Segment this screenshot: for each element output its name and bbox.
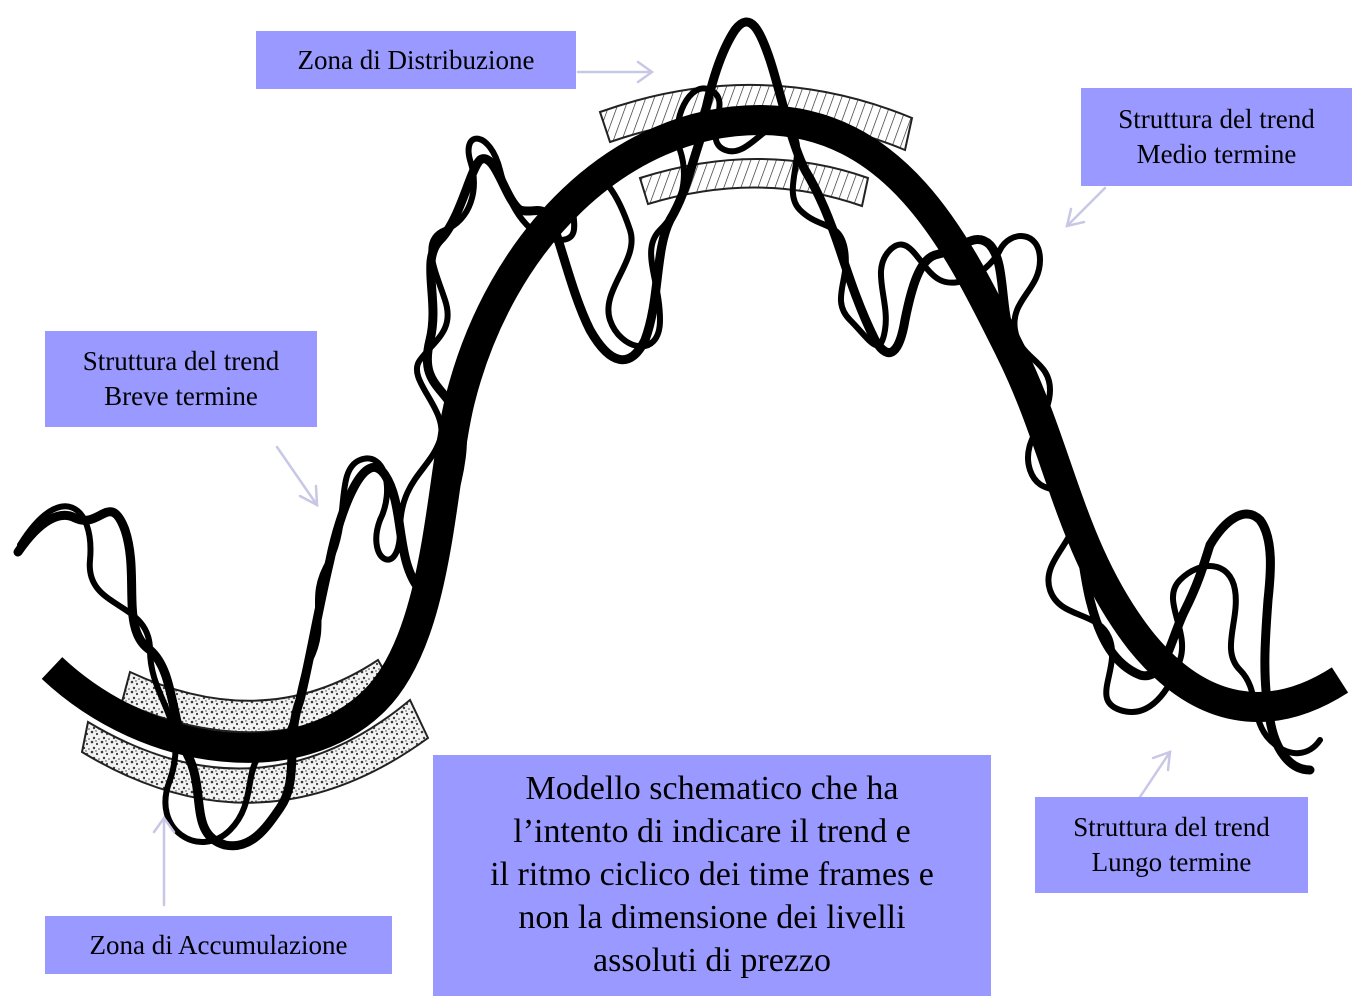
accumulation-zone-label: Zona di Accumulazione <box>45 916 392 974</box>
model-note-line-4: non la dimensione dei livelli <box>518 897 905 940</box>
long-term-trend-path <box>52 120 1340 748</box>
medium-term-line-1: Struttura del trend <box>1118 102 1314 137</box>
model-note-box: Modello schematico che ha l’intento di i… <box>433 755 991 996</box>
accumulation-zone-text: Zona di Accumulazione <box>90 928 348 963</box>
long-term-line-1: Struttura del trend <box>1073 810 1269 845</box>
distribution-band-lower <box>640 159 868 206</box>
model-note-line-1: Modello schematico che ha <box>526 768 899 811</box>
distribution-zone-text: Zona di Distribuzione <box>298 43 535 78</box>
long-term-trend-label: Struttura del trend Lungo termine <box>1035 797 1308 893</box>
short-term-line-2: Breve termine <box>104 379 258 414</box>
short-term-line-1: Struttura del trend <box>83 344 279 379</box>
model-note-line-3: il ritmo ciclico dei time frames e <box>490 854 934 897</box>
medium-term-line-2: Medio termine <box>1137 137 1297 172</box>
model-note-line-5: assoluti di prezzo <box>593 940 831 983</box>
medium-term-trend-label: Struttura del trend Medio termine <box>1081 88 1352 186</box>
short-term-trend-label: Struttura del trend Breve termine <box>45 331 317 427</box>
long-term-line-2: Lungo termine <box>1092 845 1252 880</box>
model-note-line-2: l’intento di indicare il trend e <box>513 811 910 854</box>
distribution-zone-label: Zona di Distribuzione <box>256 31 576 89</box>
